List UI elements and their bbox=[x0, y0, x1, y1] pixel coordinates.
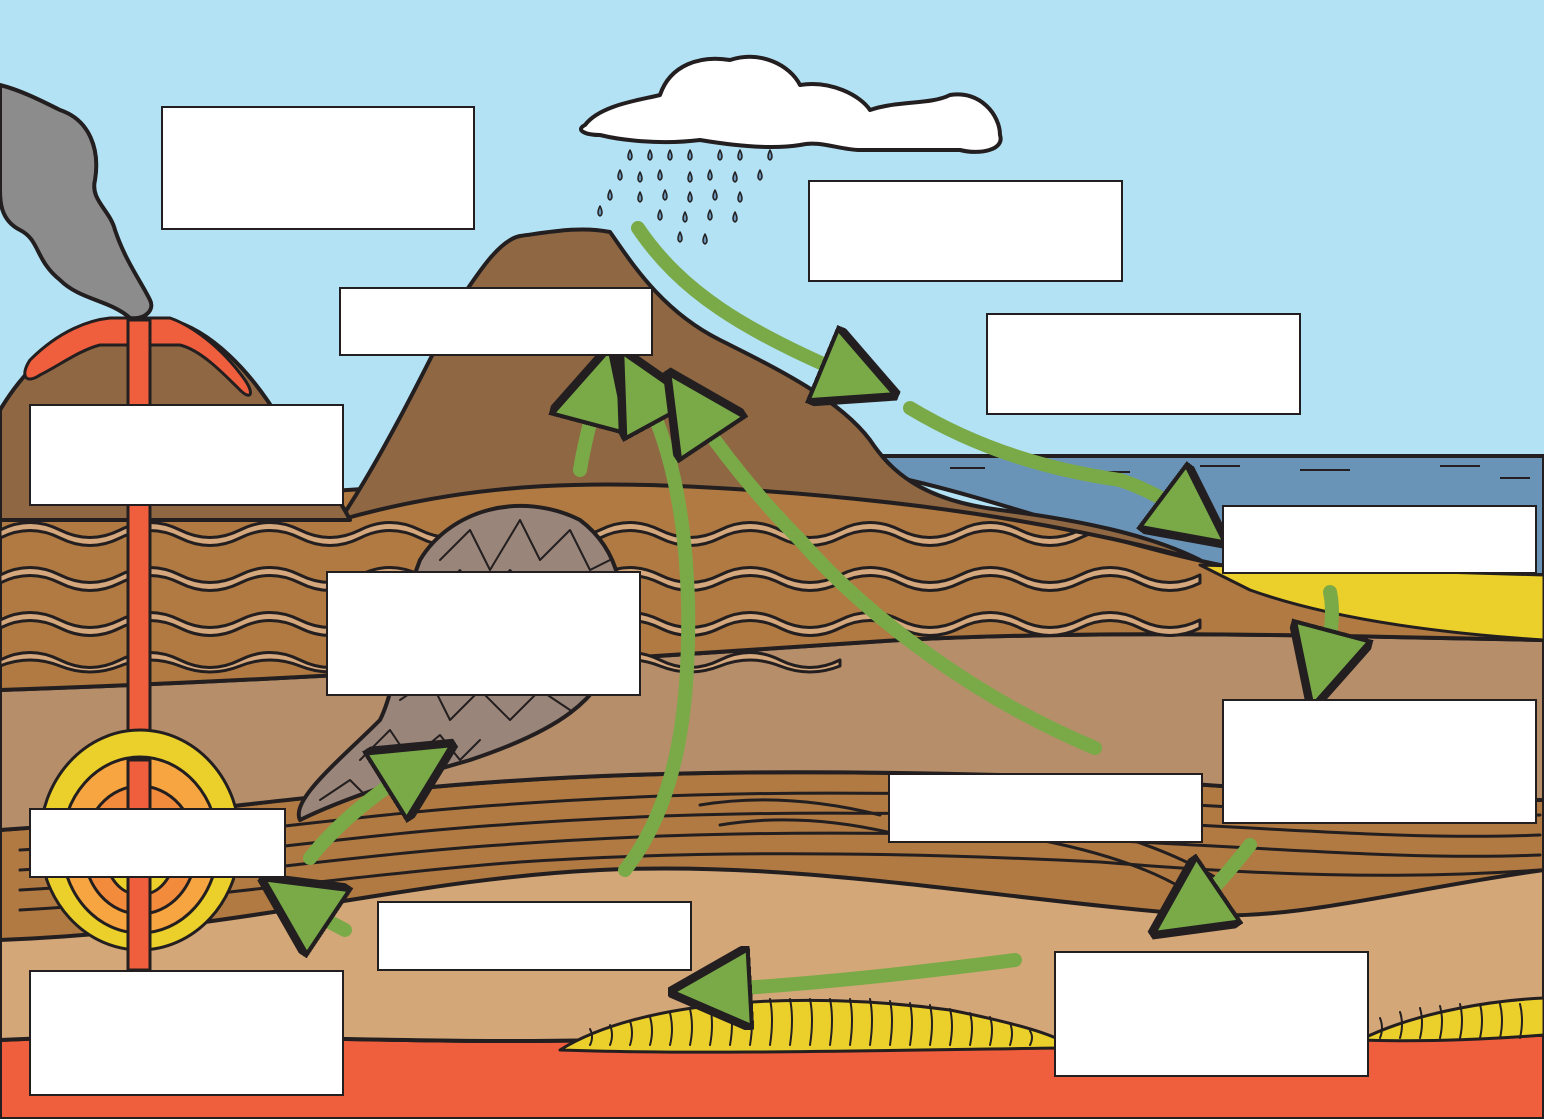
label-box-3 bbox=[339, 287, 653, 356]
label-box-2 bbox=[808, 180, 1123, 282]
label-box-6 bbox=[1222, 505, 1537, 574]
label-box-9 bbox=[888, 773, 1203, 843]
label-box-11 bbox=[377, 901, 692, 971]
label-box-4 bbox=[986, 313, 1301, 415]
label-box-8 bbox=[1222, 699, 1537, 824]
label-box-1 bbox=[161, 106, 475, 230]
label-box-10 bbox=[29, 808, 286, 878]
label-box-5 bbox=[29, 404, 344, 506]
label-box-13 bbox=[29, 970, 344, 1096]
label-box-7 bbox=[326, 571, 641, 696]
label-box-12 bbox=[1054, 951, 1369, 1077]
